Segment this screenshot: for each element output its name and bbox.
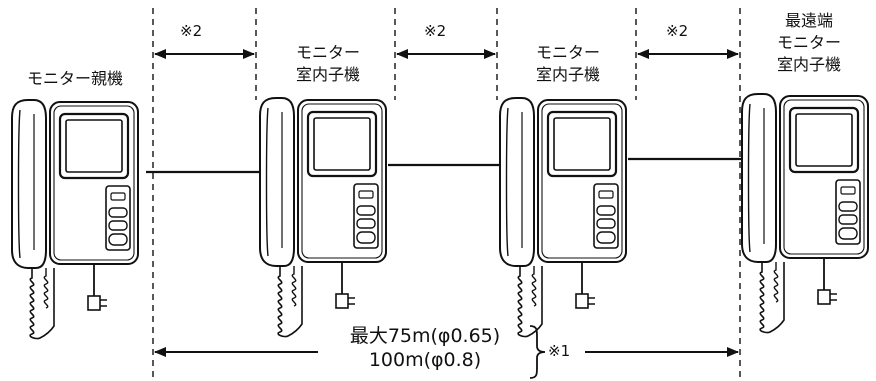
- label-monitor-sub-1: モニター 室内子機: [295, 43, 360, 84]
- label-monitor-sub-far: 最遠端 モニター 室内子機: [776, 11, 841, 74]
- spacing-note-1: ※2: [180, 22, 203, 40]
- dashed-guides: [152, 8, 741, 381]
- monitor-sub-unit-far: [740, 92, 870, 334]
- monitor-sub-unit-2: [498, 96, 628, 338]
- monitor-sub-unit-1: [258, 96, 388, 338]
- max-distance-label: 最大75m(φ0.65) 100m(φ0.8): [349, 325, 501, 371]
- label-monitor-sub-2: モニター 室内子機: [535, 43, 600, 84]
- distance-brace: [529, 325, 546, 379]
- distance-note: ※1: [548, 342, 571, 360]
- spacing-note-2: ※2: [424, 22, 447, 40]
- connecting-wires: [146, 157, 746, 174]
- monitor-master-unit: [10, 98, 140, 340]
- label-monitor-master: モニター親機: [26, 69, 123, 88]
- spacing-note-3: ※2: [666, 22, 689, 40]
